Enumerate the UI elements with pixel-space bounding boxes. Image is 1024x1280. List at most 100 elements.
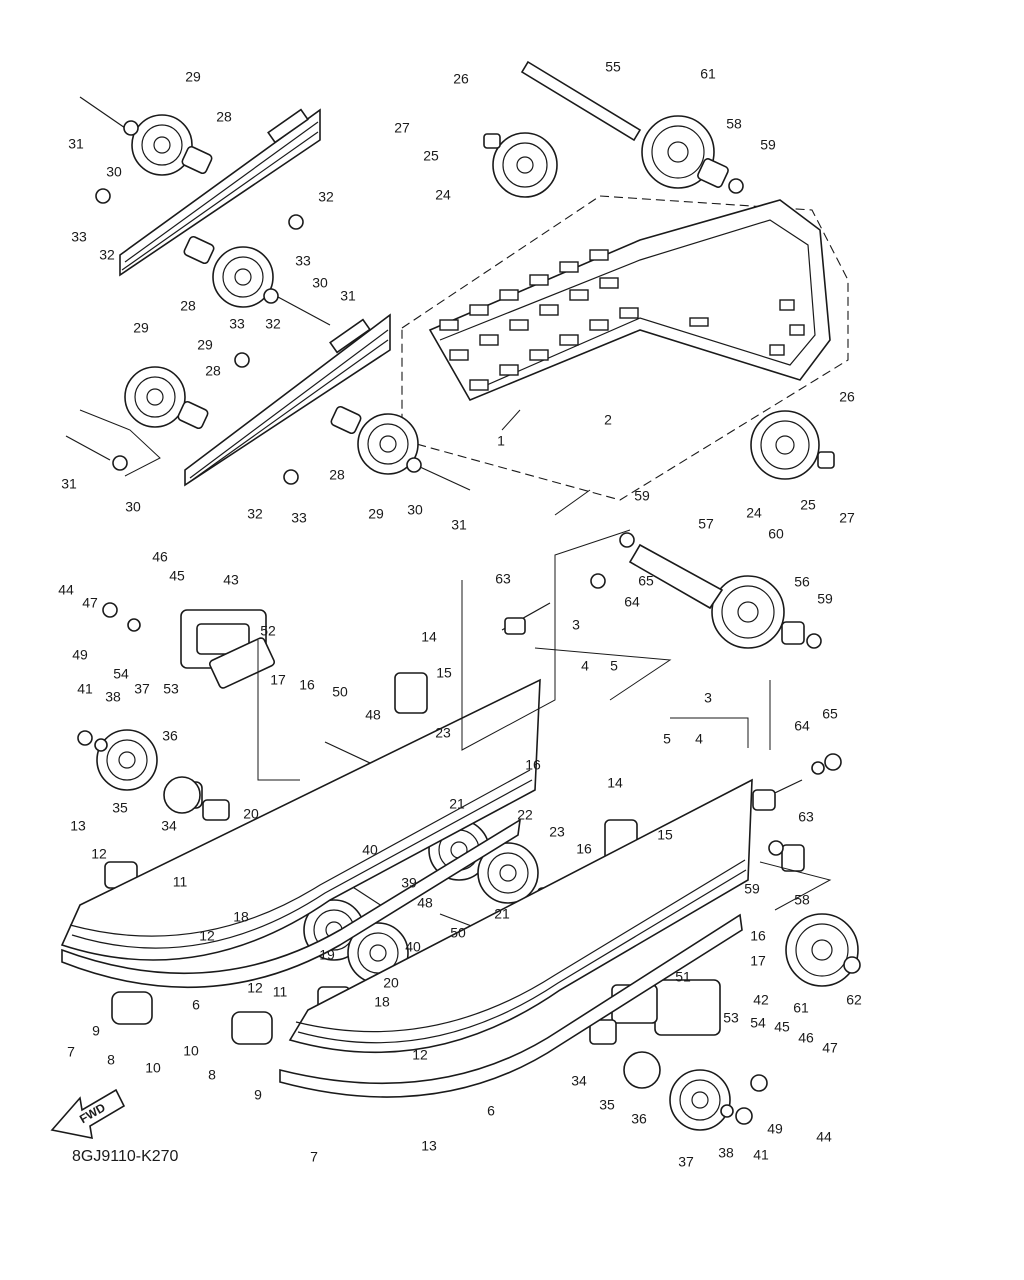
callout-13: 13	[70, 818, 86, 834]
callout-14: 14	[421, 629, 437, 645]
callout-18: 18	[374, 994, 390, 1010]
callout-45: 45	[169, 568, 185, 584]
callout-50: 50	[450, 925, 466, 941]
callout-45: 45	[774, 1019, 790, 1035]
callout-25: 25	[423, 148, 439, 164]
small-parts	[77, 120, 861, 1125]
callout-35: 35	[599, 1097, 615, 1113]
callout-20: 20	[383, 975, 399, 991]
callout-27: 27	[839, 510, 855, 526]
callout-6: 6	[192, 997, 200, 1013]
callout-62: 62	[846, 992, 862, 1008]
callout-52: 52	[260, 623, 276, 639]
callout-34: 34	[161, 818, 177, 834]
callout-33: 33	[229, 316, 245, 332]
callout-31: 31	[340, 288, 356, 304]
callout-33: 33	[71, 229, 87, 245]
callout-42: 42	[753, 992, 769, 1008]
wheel-29-a	[131, 114, 193, 176]
callout-29: 29	[133, 320, 149, 336]
diagram-code: 8GJ9110-K270	[72, 1148, 179, 1165]
callout-31: 31	[68, 136, 84, 152]
callout-21: 21	[449, 796, 465, 812]
callout-65: 65	[822, 706, 838, 722]
callout-61: 61	[793, 1000, 809, 1016]
callout-59: 59	[744, 881, 760, 897]
callout-20: 20	[243, 806, 259, 822]
wheel-61-a	[641, 115, 715, 189]
callout-30: 30	[312, 275, 328, 291]
slide-rail-right	[279, 778, 753, 1098]
callout-29: 29	[185, 69, 201, 85]
callout-47: 47	[822, 1040, 838, 1056]
upper-rail	[119, 108, 321, 277]
callout-22: 22	[517, 807, 533, 823]
callout-13: 13	[421, 1138, 437, 1154]
idler-wheels	[96, 114, 859, 1131]
callout-17: 17	[270, 672, 286, 688]
callout-53: 53	[163, 681, 179, 697]
callout-48: 48	[365, 707, 381, 723]
callout-43: 43	[223, 572, 239, 588]
callout-54: 54	[113, 666, 129, 682]
callout-28: 28	[329, 467, 345, 483]
callout-9: 9	[92, 1023, 100, 1039]
callout-15: 15	[657, 827, 673, 843]
callout-15: 15	[436, 665, 452, 681]
wheel-60	[711, 575, 785, 649]
callout-23: 23	[435, 725, 451, 741]
callout-61: 61	[700, 66, 716, 82]
callout-33: 33	[295, 253, 311, 269]
wheel-29-d	[357, 413, 419, 475]
callout-36: 36	[631, 1111, 647, 1127]
callout-58: 58	[794, 892, 810, 908]
callout-4: 4	[581, 658, 589, 674]
callout-64: 64	[624, 594, 640, 610]
callout-54: 54	[750, 1015, 766, 1031]
callout-32: 32	[265, 316, 281, 332]
callout-41: 41	[753, 1147, 769, 1163]
callout-30: 30	[407, 502, 423, 518]
callout-40: 40	[405, 939, 421, 955]
slide-rail-left	[60, 678, 541, 989]
callout-28: 28	[205, 363, 221, 379]
callout-59: 59	[760, 137, 776, 153]
callout-31: 31	[61, 476, 77, 492]
callout-16: 16	[750, 928, 766, 944]
callout-37: 37	[134, 681, 150, 697]
wheel-37-b	[669, 1069, 731, 1131]
callout-3: 3	[572, 617, 580, 633]
callout-14: 14	[607, 775, 623, 791]
callout-5: 5	[610, 658, 618, 674]
callout-47: 47	[82, 595, 98, 611]
callout-44: 44	[816, 1129, 832, 1145]
callout-65: 65	[638, 573, 654, 589]
callout-48: 48	[417, 895, 433, 911]
callout-44: 44	[58, 582, 74, 598]
callout-1: 1	[497, 433, 505, 449]
callout-32: 32	[99, 247, 115, 263]
callout-11: 11	[173, 874, 188, 890]
callout-29: 29	[368, 506, 384, 522]
callout-18: 18	[233, 909, 249, 925]
callout-38: 38	[718, 1145, 734, 1161]
callout-49: 49	[72, 647, 88, 663]
callout-49: 49	[767, 1121, 783, 1137]
callout-30: 30	[106, 164, 122, 180]
callout-2: 2	[604, 412, 612, 428]
callout-16: 16	[576, 841, 592, 857]
callout-12: 12	[247, 980, 263, 996]
callout-29: 29	[197, 337, 213, 353]
callout-8: 8	[107, 1052, 115, 1068]
callout-24: 24	[746, 505, 762, 521]
callout-36: 36	[162, 728, 178, 744]
callout-38: 38	[105, 689, 121, 705]
callout-26: 26	[453, 71, 469, 87]
callout-46: 46	[798, 1030, 814, 1046]
callout-32: 32	[318, 189, 334, 205]
middle-rail	[184, 313, 391, 487]
callout-9: 9	[254, 1087, 262, 1103]
callout-46: 46	[152, 549, 168, 565]
